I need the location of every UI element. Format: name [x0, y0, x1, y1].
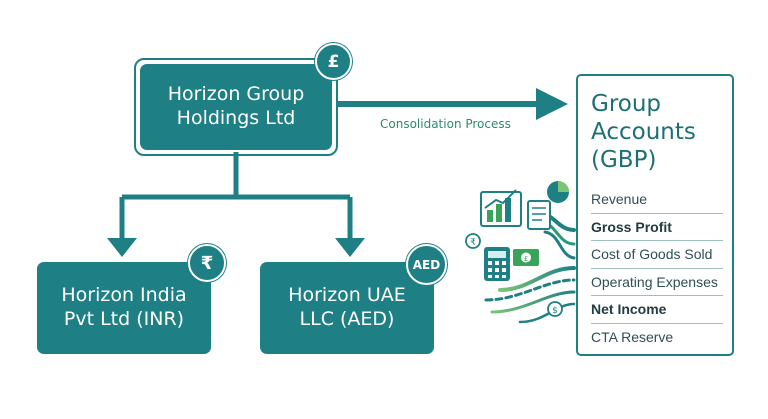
- document-icon: [527, 200, 551, 230]
- hierarchy-connector: [119, 152, 353, 243]
- svg-text:£: £: [524, 255, 528, 263]
- rupee-currency-badge: ₹: [188, 244, 226, 282]
- bar-chart-icon: [480, 189, 522, 227]
- subsidiary-india-box: Horizon India Pvt Ltd (INR): [37, 262, 211, 354]
- group-accounts-panel: Group Accounts (GBP) Revenue Gross Profi…: [576, 74, 734, 356]
- dollar-coin-icon: $: [547, 301, 563, 317]
- parent-company-box: Horizon Group Holdings Ltd: [140, 64, 332, 150]
- list-item: Revenue: [591, 186, 723, 214]
- svg-text:$: $: [552, 306, 558, 316]
- pie-chart-icon: [547, 181, 569, 203]
- consolidation-process-label: Consolidation Process: [380, 117, 511, 131]
- arrow-head-uae: [335, 238, 365, 257]
- list-item: Net Income: [591, 296, 723, 324]
- consolidation-arrow-head: [536, 88, 568, 120]
- subsidiary-uae-box: Horizon UAE LLC (AED): [260, 262, 434, 354]
- calculator-icon: [484, 247, 510, 281]
- aed-currency-badge: AED: [406, 244, 447, 285]
- arrow-head-india: [107, 238, 137, 257]
- rupee-coin-icon: ₹: [465, 233, 481, 249]
- group-accounts-title: Group Accounts (GBP): [591, 91, 696, 174]
- pound-currency-badge: £: [315, 43, 352, 80]
- list-item: Operating Expenses: [591, 269, 723, 296]
- list-item: Gross Profit: [591, 214, 723, 241]
- list-item: Cost of Goods Sold: [591, 241, 723, 269]
- parent-company-frame: [134, 58, 338, 156]
- list-item: CTA Reserve: [591, 328, 674, 345]
- banknote-icon: £: [513, 249, 539, 266]
- group-accounts-list: Revenue Gross Profit Cost of Goods Sold …: [591, 186, 723, 351]
- svg-text:₹: ₹: [470, 238, 476, 248]
